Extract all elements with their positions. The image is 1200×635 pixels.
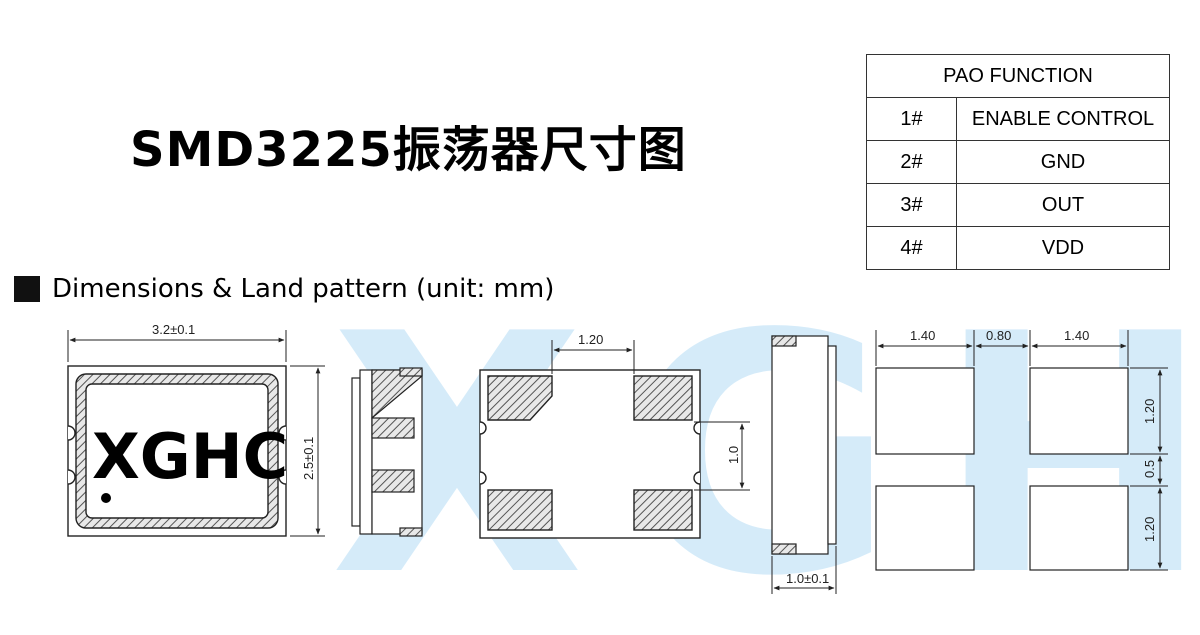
pin-function: OUT [956, 183, 1170, 227]
pin-table-row: 3# OUT [866, 183, 1170, 227]
pad-pitch-label: 1.20 [578, 332, 603, 347]
pin-function: GND [956, 140, 1170, 184]
land-pad-height-bottom-label: 1.20 [1142, 517, 1157, 542]
pin-table-row: 2# GND [866, 140, 1170, 184]
square-bullet-icon [14, 276, 40, 302]
side-view-right [771, 335, 837, 594]
pin-table-header-row: PAO FUNCTION [866, 54, 1170, 98]
pin-function: VDD [956, 226, 1170, 270]
pin-number: 1# [866, 97, 957, 141]
pin-function: ENABLE CONTROL [956, 97, 1170, 141]
pad-2 [487, 489, 553, 531]
land-pattern [875, 330, 1168, 571]
pin-number: 3# [866, 183, 957, 227]
land-pad-bottom-left [875, 485, 975, 571]
pad-gap-label: 1.0 [726, 446, 741, 464]
top-view [67, 330, 325, 537]
pin-table-header: PAO FUNCTION [866, 54, 1170, 98]
land-pad-height-top-label: 1.20 [1142, 399, 1157, 424]
land-pad-top-right [1029, 367, 1129, 455]
land-pad-bottom-right [1029, 485, 1129, 571]
section-label: Dimensions & Land pattern (unit: mm) [14, 274, 554, 304]
section-label-text: Dimensions & Land pattern (unit: mm) [52, 274, 555, 304]
pad-4 [633, 375, 693, 421]
pin-function-table: PAO FUNCTION 1# ENABLE CONTROL 2# GND 3#… [866, 54, 1170, 270]
pin-number: 4# [866, 226, 957, 270]
land-pad-top-left [875, 367, 975, 455]
pin1-dot-marker [101, 493, 111, 503]
marking-text: XGHC [92, 420, 288, 493]
height-dimension-label: 2.5±0.1 [301, 437, 316, 480]
land-pad-width-label: 1.40 [910, 328, 935, 343]
pad-3 [633, 489, 693, 531]
land-gap-label: 0.80 [986, 328, 1011, 343]
side-view-left [351, 367, 423, 537]
bottom-view [479, 340, 750, 539]
thickness-label: 1.0±0.1 [786, 571, 829, 586]
pin-table-row: 1# ENABLE CONTROL [866, 97, 1170, 141]
land-pad-gap-label: 0.5 [1142, 460, 1157, 478]
land-pad-width-label-right: 1.40 [1064, 328, 1089, 343]
pin-table-row: 4# VDD [866, 226, 1170, 270]
page-title: SMD3225振荡器尺寸图 [130, 122, 687, 178]
pad-1 [487, 375, 553, 421]
width-dimension-label: 3.2±0.1 [152, 322, 195, 337]
